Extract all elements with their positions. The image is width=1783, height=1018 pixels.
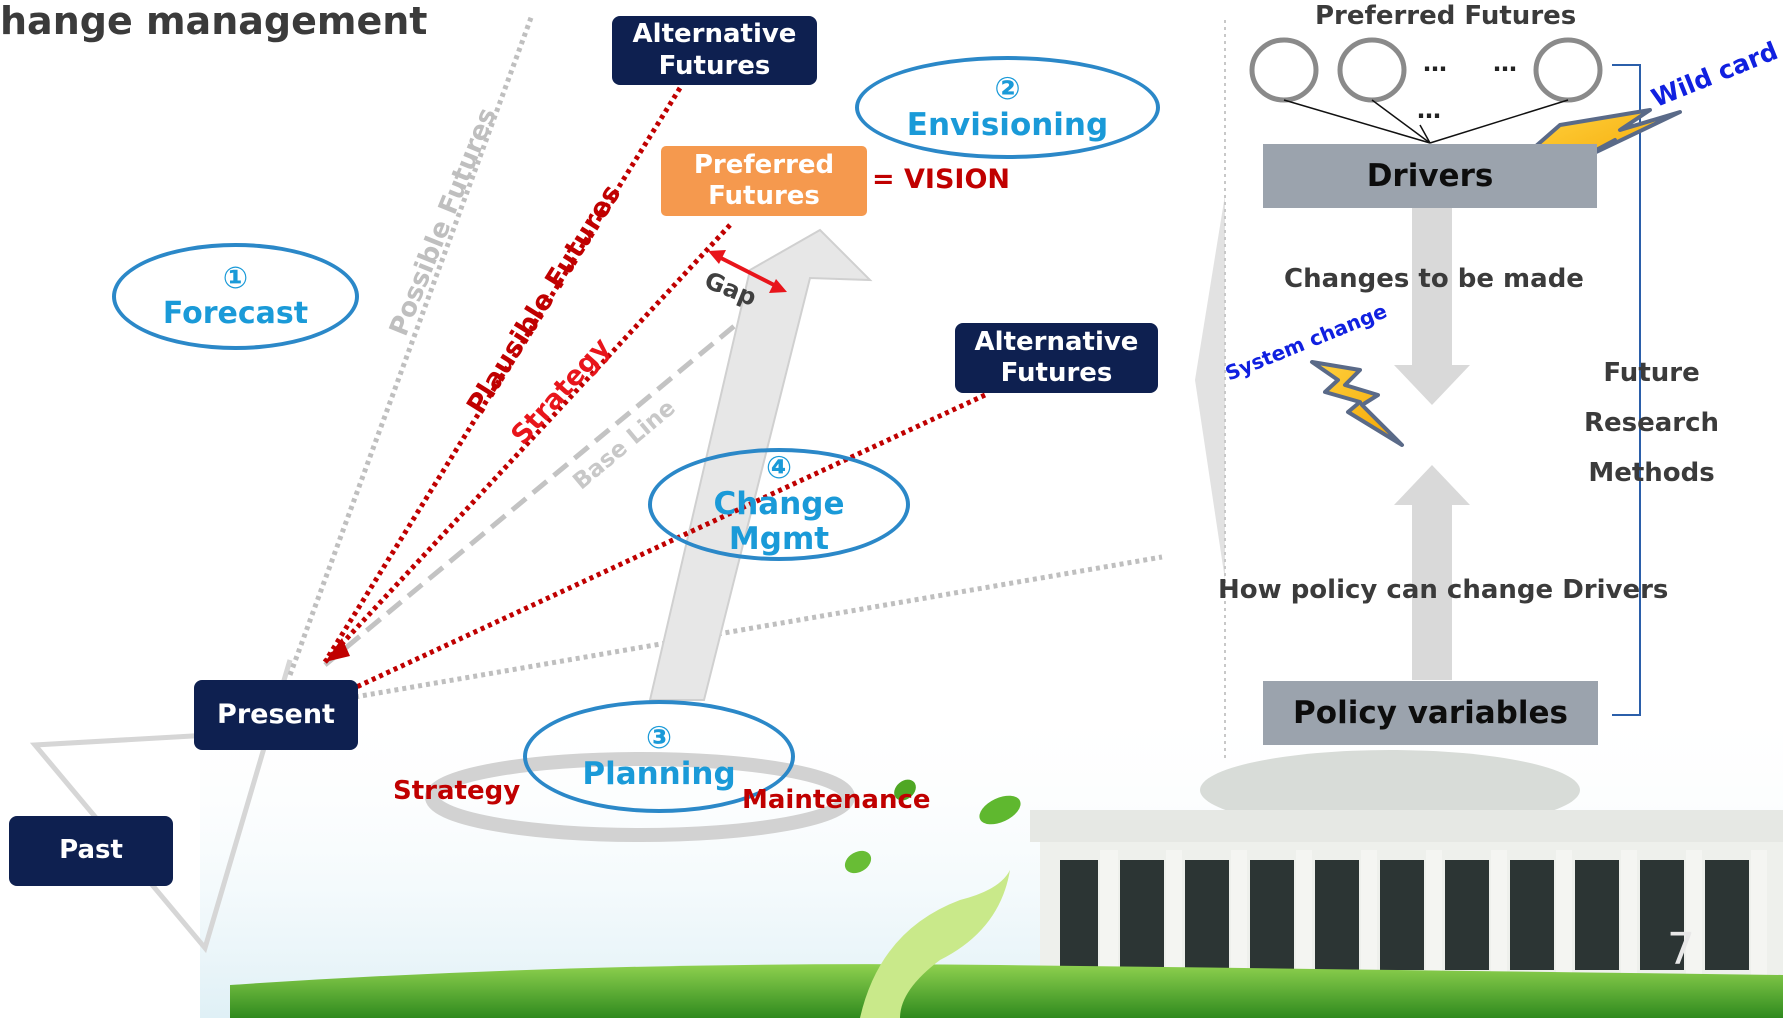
- envisioning-oval: ② Envisioning: [855, 56, 1160, 159]
- gap-arrow: [714, 253, 781, 290]
- grass-path: [860, 870, 1010, 1018]
- how-policy-label: How policy can change Drivers: [1218, 575, 1669, 605]
- maintenance-label: Maintenance: [742, 785, 931, 815]
- leaf: [979, 795, 1021, 825]
- page-number: 7: [1667, 924, 1695, 975]
- ellipsis: …: [1493, 49, 1517, 77]
- up-arrow: [1394, 465, 1470, 680]
- down-arrow: [1394, 208, 1470, 405]
- cone-lower-line: [354, 554, 1163, 700]
- future-circles: [1249, 37, 1603, 103]
- research-bracket: [1612, 64, 1641, 716]
- change-mgmt-oval: ④ Change Mgmt: [648, 448, 910, 561]
- possible-futures-line: [287, 14, 535, 676]
- slide-title: hange management: [0, 0, 428, 43]
- leaf: [894, 779, 916, 801]
- past-box: Past: [9, 816, 173, 886]
- building-image: [1030, 750, 1783, 982]
- ellipsis: …: [1417, 96, 1441, 124]
- policy-variables-box: Policy variables: [1263, 681, 1598, 745]
- future-research-methods-label: Future Research Methods: [1584, 358, 1720, 488]
- cone-edge: [1195, 195, 1225, 580]
- ellipsis: …: [1423, 49, 1447, 77]
- strategy-line: [323, 223, 732, 664]
- grass: [230, 964, 1783, 1018]
- drivers-box: Drivers: [1263, 144, 1597, 208]
- arrowhead: [325, 638, 350, 662]
- planning-oval: ③ Planning: [523, 700, 795, 813]
- plausible-futures-line: [322, 86, 683, 664]
- present-box: Present: [194, 680, 358, 750]
- system-change-bolt-icon: [1310, 360, 1404, 447]
- tree-lines: [1283, 99, 1569, 144]
- vision-label: = VISION: [872, 164, 1011, 195]
- changes-to-be-made-label: Changes to be made: [1284, 264, 1584, 294]
- preferred-futures-heading: Preferred Futures: [1315, 1, 1577, 31]
- strategy-cycle-label: Strategy: [393, 776, 521, 806]
- forecast-oval: ① Forecast: [112, 243, 359, 350]
- leaf: [844, 850, 872, 874]
